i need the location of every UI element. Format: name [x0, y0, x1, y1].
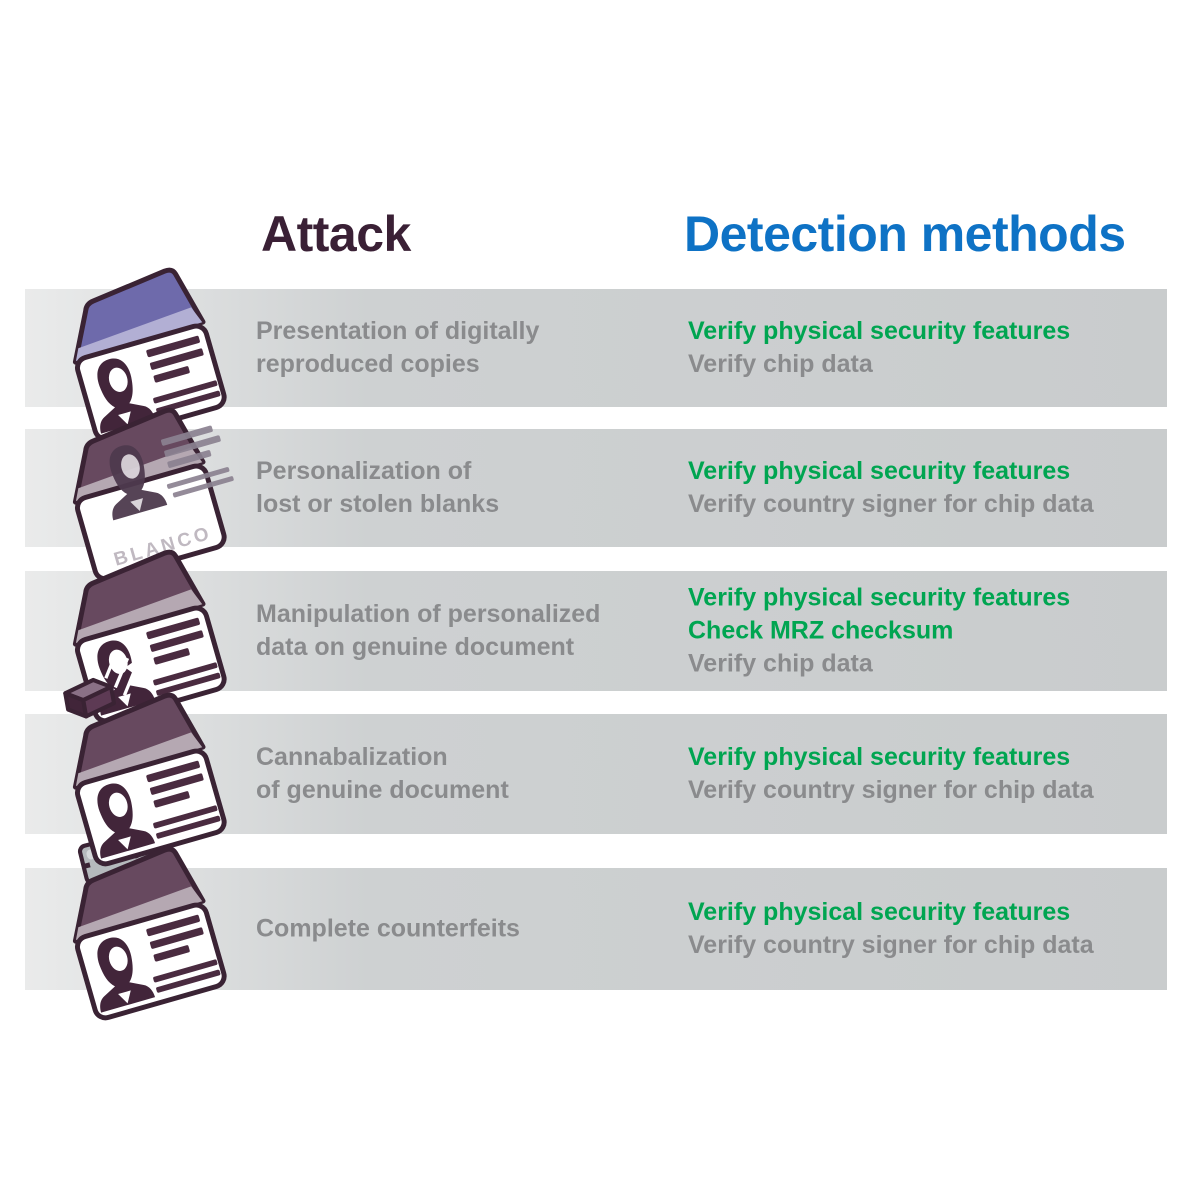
attack-line: Personalization of [256, 457, 472, 485]
method-line: Verify country signer for chip data [688, 776, 1094, 804]
row-band-cannibalization: Cannabalization of genuine document Veri… [25, 714, 1167, 834]
attack-line: data on genuine document [256, 633, 575, 661]
attack-description: Complete counterfeits [256, 913, 520, 946]
digital-copy-id-card-icon [72, 267, 227, 442]
ghost-personalization-lines [160, 425, 234, 498]
attack-description: Personalization of lost or stolen blanks [256, 455, 499, 521]
portrait [97, 937, 156, 1013]
detection-methods-column-heading: Detection methods [684, 206, 1126, 262]
detection-methods-list: Verify physical security features Verify… [688, 455, 1094, 521]
attack-line: Cannabalization [256, 743, 448, 771]
ghost-portrait [109, 445, 168, 521]
attack-line: of genuine document [256, 776, 509, 804]
card-flap-edge [75, 589, 203, 643]
cannibalized-id-card-razor-blade-icon [72, 692, 227, 885]
portrait [97, 358, 156, 434]
attack-description: Presentation of digitally reproduced cop… [256, 315, 539, 381]
card-text-lines [146, 914, 221, 993]
detection-methods-list: Verify physical security features Check … [688, 582, 1070, 681]
method-line: Verify chip data [688, 649, 873, 678]
method-line: Check MRZ checksum [688, 616, 954, 645]
attack-line: Manipulation of personalized [256, 600, 601, 628]
attack-description: Manipulation of personalized data on gen… [256, 598, 600, 664]
card-flap-edge [75, 886, 203, 940]
method-line: Verify chip data [688, 350, 873, 378]
method-line: Verify physical security features [688, 583, 1071, 612]
method-line: Verify physical security features [688, 457, 1071, 485]
card-text-lines [146, 617, 221, 696]
eraser-icon [63, 677, 117, 719]
blank-document-id-card-icon: BLANCO [72, 407, 234, 582]
card-text-lines [146, 760, 221, 839]
method-line: Verify country signer for chip data [688, 931, 1094, 959]
attack-line: lost or stolen blanks [256, 490, 500, 518]
method-line: Verify country signer for chip data [688, 490, 1094, 518]
attack-column-heading: Attack [261, 206, 411, 262]
manipulated-id-card-eraser-icon [63, 549, 227, 724]
detection-methods-list: Verify physical security features Verify… [688, 896, 1094, 962]
counterfeit-id-card-icon [72, 846, 227, 1021]
detection-methods-list: Verify physical security features Verify… [688, 741, 1094, 807]
attack-line: reproduced copies [256, 350, 480, 378]
detection-methods-list: Verify physical security features Verify… [688, 315, 1070, 381]
row-band-stolen-blanks: Personalization of lost or stolen blanks… [25, 429, 1167, 547]
method-line: Verify physical security features [688, 898, 1071, 926]
attack-line: Presentation of digitally [256, 317, 540, 345]
card-flap-edge [75, 732, 203, 786]
method-line: Verify physical security features [688, 743, 1071, 771]
erase-arrow [125, 661, 134, 674]
card-flap-edge [75, 307, 203, 361]
attack-line: Complete counterfeits [256, 914, 520, 943]
card-text-lines [146, 335, 221, 414]
attack-description: Cannabalization of genuine document [256, 741, 509, 807]
method-line: Verify physical security features [688, 317, 1071, 345]
portrait [97, 783, 156, 859]
